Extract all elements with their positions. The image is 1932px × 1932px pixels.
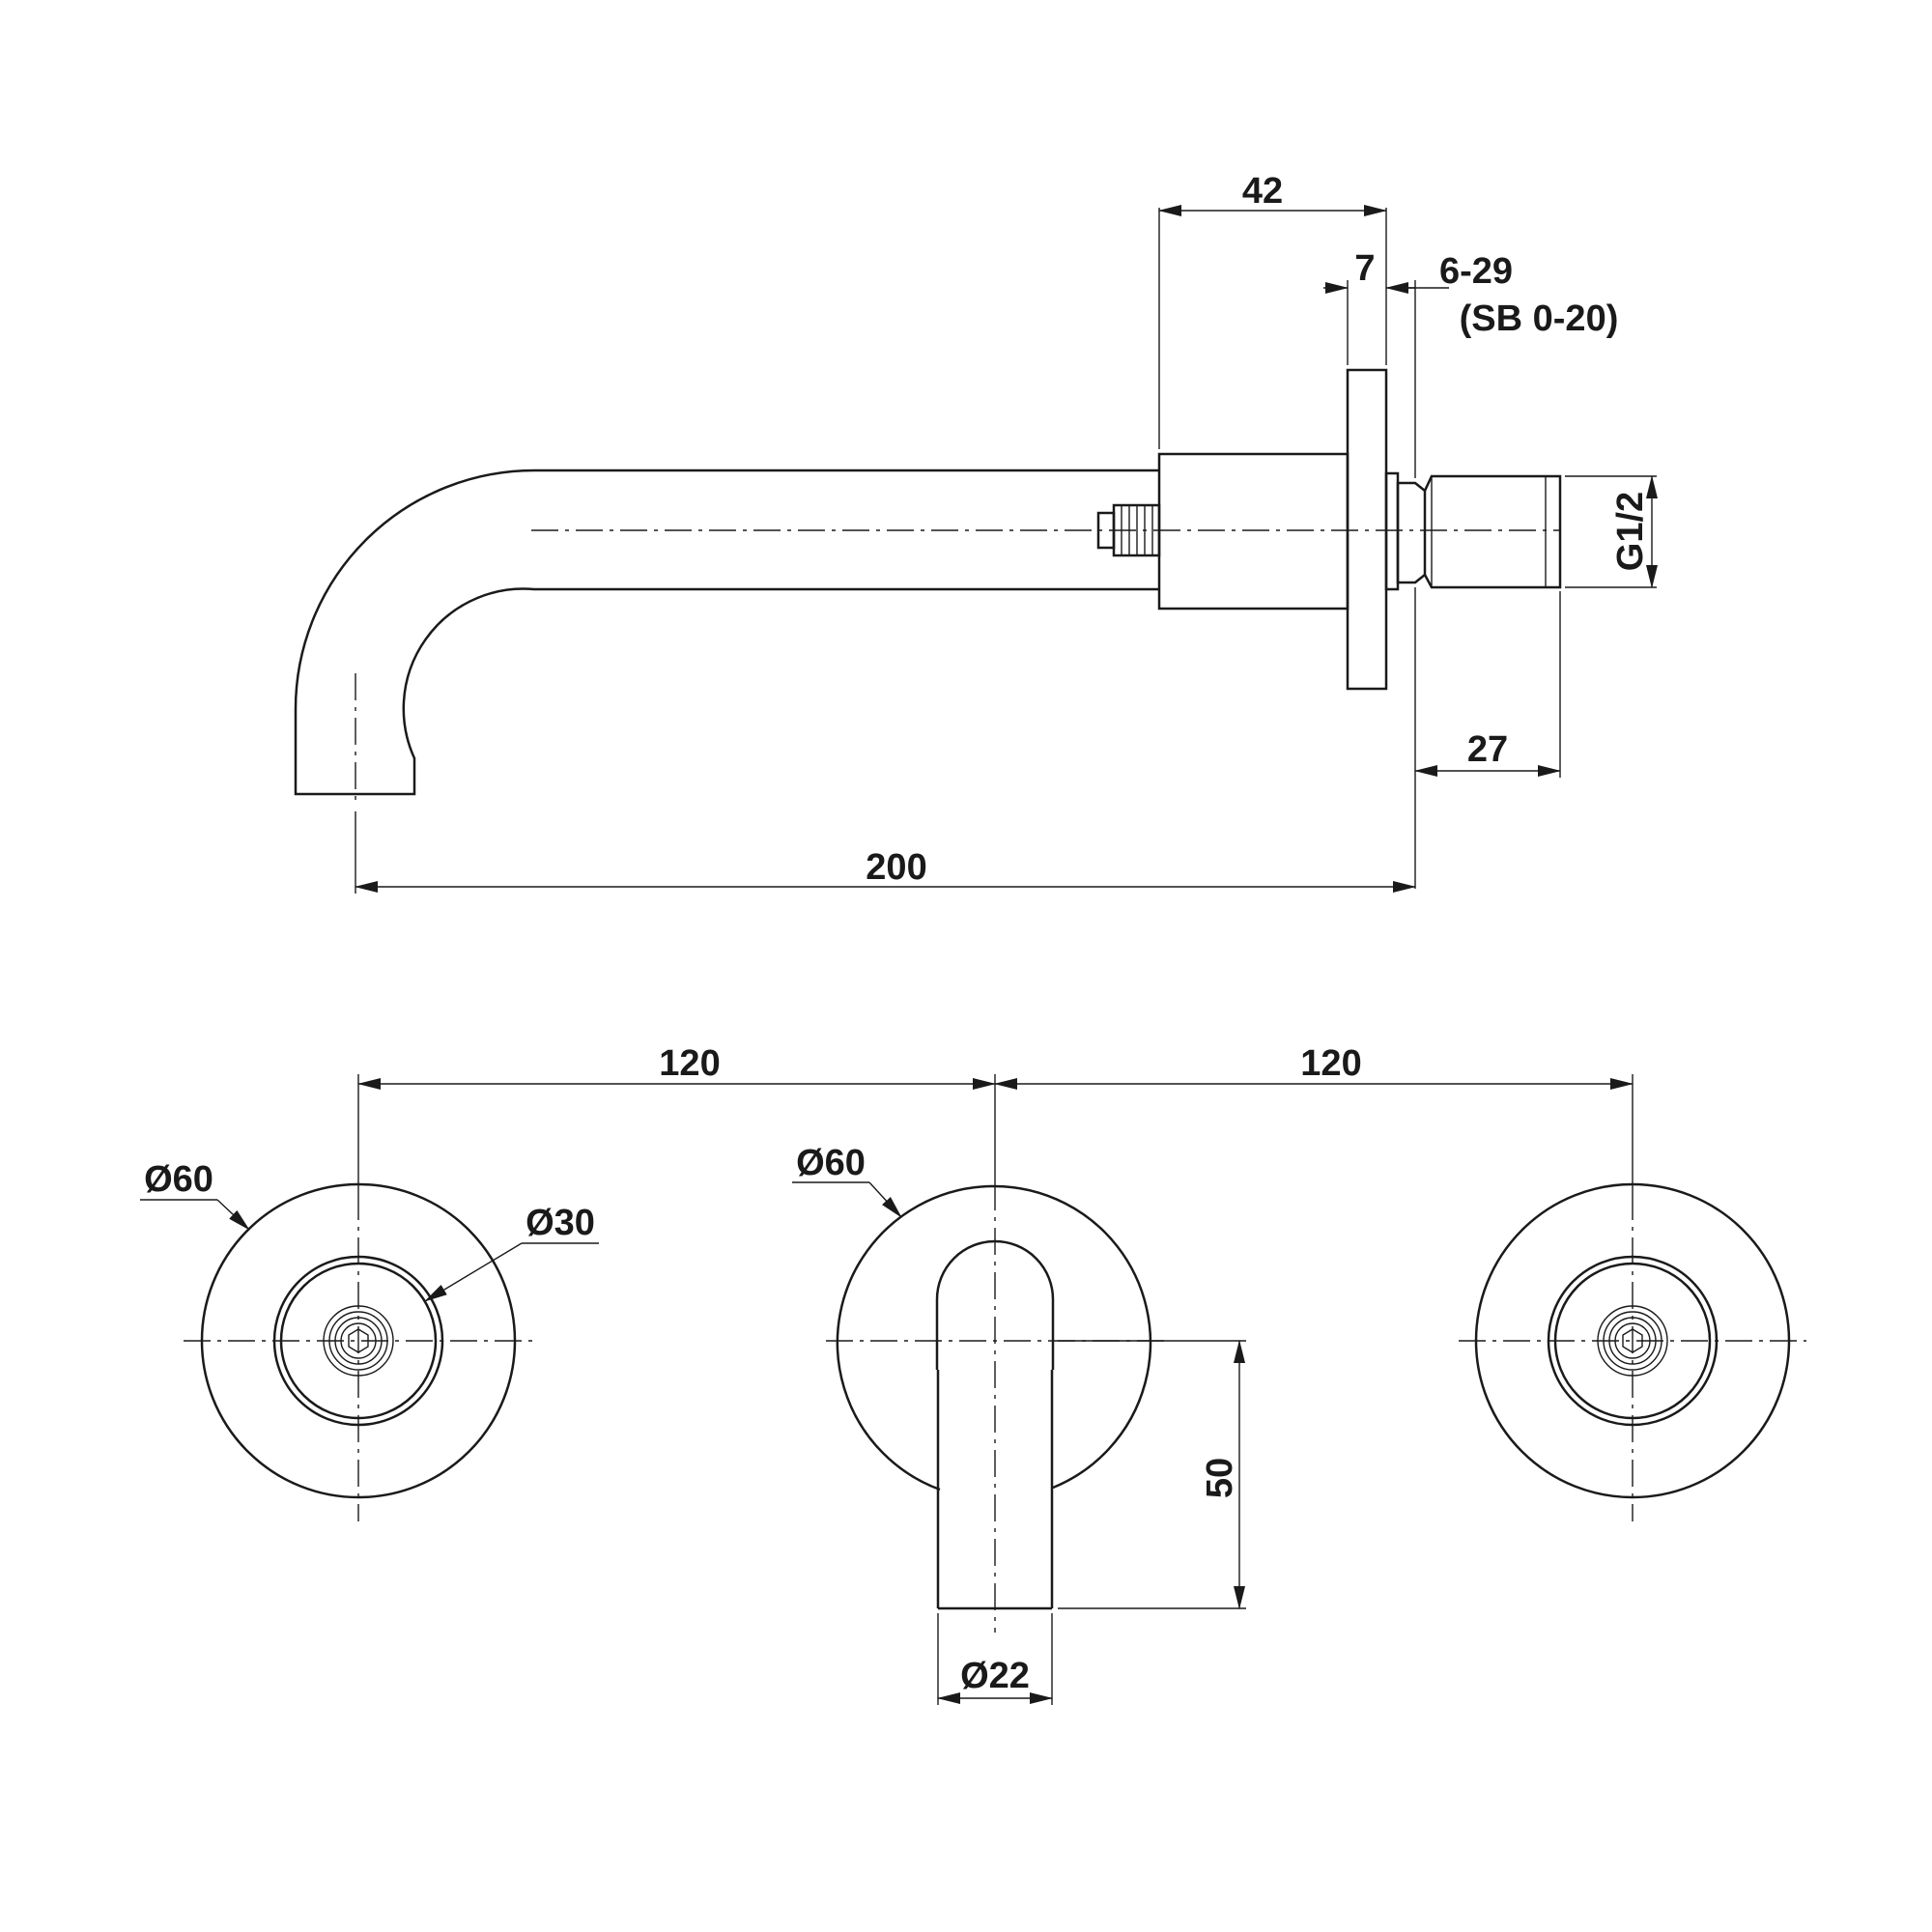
dim-text-200: 200 bbox=[866, 847, 926, 888]
valve-spindle-icon bbox=[323, 1305, 394, 1377]
dim-text-7: 7 bbox=[1354, 248, 1375, 289]
dim-text-42: 42 bbox=[1242, 171, 1283, 212]
dim-text-120-right: 120 bbox=[1300, 1043, 1361, 1084]
side-view: 42 7 6-29 (SB 0-20) 27 G1/2 200 bbox=[294, 171, 1658, 894]
left-valve: Ø60 Ø30 bbox=[140, 1159, 599, 1521]
leader-left-rosette-diag bbox=[216, 1199, 250, 1231]
dim-text-left-rosette: Ø60 bbox=[144, 1159, 213, 1200]
connector bbox=[1396, 481, 1427, 584]
dim-text-6-29: 6-29 bbox=[1439, 251, 1513, 292]
spout-body bbox=[1157, 452, 1350, 611]
right-valve bbox=[1459, 1182, 1806, 1521]
spout-outer-contour bbox=[294, 469, 1159, 796]
dim-text-left-knob: Ø30 bbox=[526, 1203, 595, 1243]
dim-text-50: 50 bbox=[1200, 1458, 1240, 1498]
leader-center-rosette-diag bbox=[868, 1181, 902, 1218]
dim-text-g12: G1/2 bbox=[1610, 492, 1651, 571]
dim-text-22: Ø22 bbox=[960, 1656, 1030, 1696]
center-rosette bbox=[836, 1184, 1152, 1492]
leader-left-knob-diag bbox=[424, 1242, 523, 1302]
front-view: 120 120 Ø60 Ø30 bbox=[140, 1043, 1806, 1705]
dim-text-27: 27 bbox=[1467, 729, 1508, 770]
dim-text-120-left: 120 bbox=[659, 1043, 720, 1084]
valve-spindle-icon bbox=[1597, 1305, 1668, 1377]
collar bbox=[1384, 471, 1400, 591]
knurl-lines bbox=[1121, 505, 1153, 555]
threaded-stud bbox=[1423, 474, 1562, 589]
wall-flange bbox=[1346, 368, 1388, 691]
center-spout: Ø60 50 Ø22 bbox=[792, 1143, 1246, 1705]
dim-text-sb: (SB 0-20) bbox=[1460, 298, 1619, 339]
dim-text-center-rosette: Ø60 bbox=[796, 1143, 866, 1183]
